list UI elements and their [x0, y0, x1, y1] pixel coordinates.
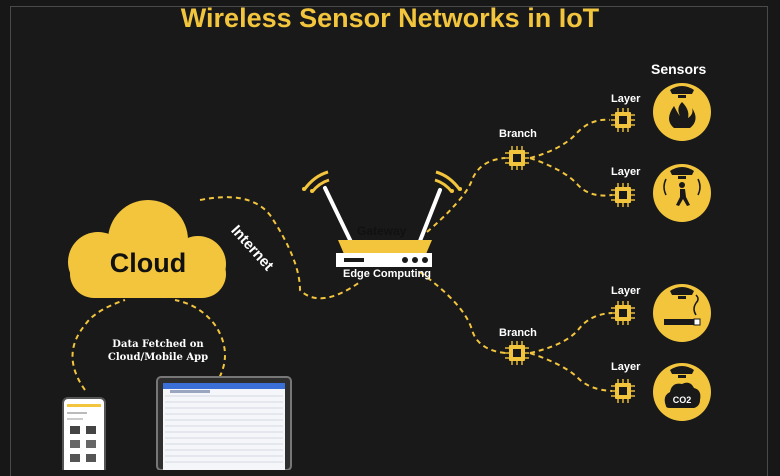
- data-fetched-line-1: Data Fetched on: [112, 339, 204, 350]
- co2-text: CO2: [673, 395, 692, 405]
- cloud-shape: [68, 200, 226, 298]
- cloud-label: Cloud: [109, 248, 187, 278]
- data-fetched-note: Data Fetched on Cloud/Mobile App: [88, 338, 228, 364]
- co2-sensor-icon: CO2: [653, 363, 711, 421]
- branch-label-1: Branch: [499, 128, 537, 140]
- gateway-label: Gateway: [357, 224, 407, 238]
- edge-computing-label: Edge Computing: [343, 268, 431, 280]
- layer-label-1: Layer: [611, 93, 641, 105]
- motion-sensor-icon: [653, 164, 711, 222]
- smoke-sensor-icon: [653, 284, 711, 342]
- branch-label-2: Branch: [499, 327, 537, 339]
- laptop-dashboard-icon: [156, 376, 292, 470]
- connection-lines: [71, 118, 613, 392]
- smartphone-app-icon: [62, 397, 106, 470]
- data-fetched-line-2: Cloud/Mobile App: [107, 352, 209, 363]
- sensors-heading: Sensors: [651, 61, 707, 77]
- layer-label-2: Layer: [611, 166, 641, 178]
- layer-chip-icon-2: [610, 182, 636, 208]
- branch-chip-icon-1: [504, 145, 530, 171]
- layer-label-4: Layer: [611, 361, 641, 373]
- layer-chip-icon-1: [610, 107, 636, 133]
- layer-chip-icon-4: [610, 378, 636, 404]
- layer-chip-icon-3: [610, 300, 636, 326]
- layer-label-3: Layer: [611, 285, 641, 297]
- branch-chip-icon-2: [504, 340, 530, 366]
- gateway-router-icon: [302, 170, 462, 267]
- fire-sensor-icon: [653, 83, 711, 141]
- page-title: Wireless Sensor Networks in IoT: [180, 3, 600, 33]
